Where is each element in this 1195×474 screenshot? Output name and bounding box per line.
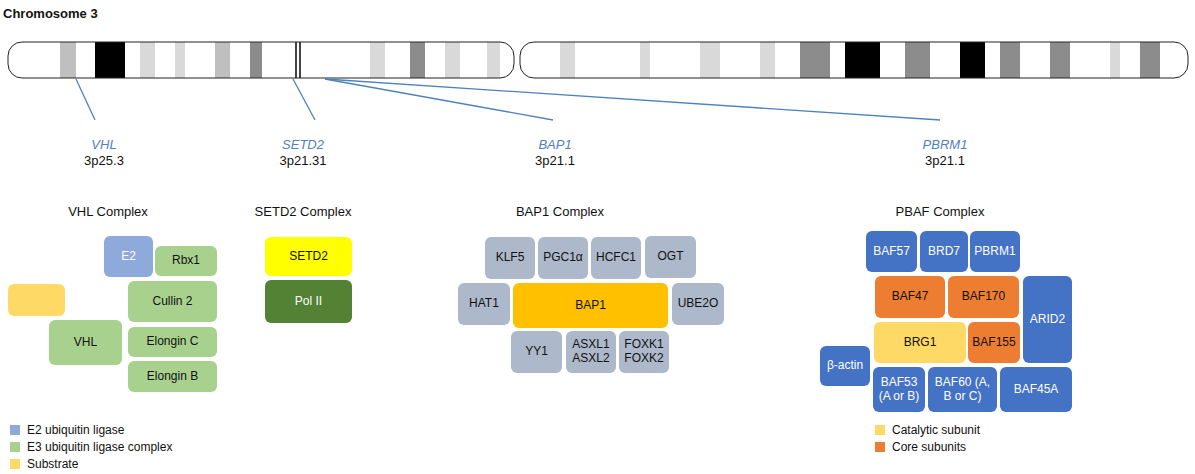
cytoband: 3p21.1 [925, 153, 965, 168]
core-subunit-box: BAF47 [875, 276, 945, 318]
box-label: BAF170 [962, 290, 1005, 304]
legend-swatch [10, 459, 20, 469]
box-label: SETD2 [289, 250, 328, 264]
subunit-box: ARID2 [1023, 276, 1072, 363]
cytoband: 3p21.31 [280, 153, 327, 168]
core-subunit-box: BAF155 [968, 322, 1020, 363]
box-label: BAF60 (A, B or C) [931, 376, 994, 404]
polymerase-box: Pol II [265, 280, 352, 323]
setd2-box: SETD2 [265, 237, 352, 276]
subunit-box: BAF57 [866, 231, 917, 272]
legend-label: Catalytic subunit [892, 423, 980, 437]
complex-heading: SETD2 Complex [255, 204, 352, 219]
e2-box: E2 [104, 236, 153, 277]
box-label: VHL [74, 336, 97, 350]
partner-box: PGC1α [538, 237, 588, 279]
partner-box: HCFC1 [591, 237, 641, 279]
partner-box: FOXK1 FOXK2 [619, 331, 669, 373]
cytoband: 3p25.3 [84, 153, 124, 168]
box-label: Cullin 2 [152, 295, 192, 309]
subunit-box: BAF45A [1000, 367, 1072, 412]
box-label: Elongin C [146, 335, 198, 349]
catalytic-subunit-box: BRG1 [874, 322, 966, 363]
legend-swatch [875, 425, 885, 435]
legend-label: E3 ubiquitin ligase complex [27, 440, 172, 454]
e3-box: Elongin B [128, 361, 217, 392]
e3-box: VHL [49, 320, 122, 365]
partner-box: ASXL1 ASXL2 [566, 331, 616, 373]
box-label: BAF57 [873, 245, 910, 259]
complex-heading: PBAF Complex [896, 204, 985, 219]
box-label: ARID2 [1030, 313, 1065, 327]
legend-swatch [875, 442, 885, 452]
chart-title: Chromosome 3 [3, 6, 98, 21]
box-label: BAF47 [892, 290, 929, 304]
core-subunit-box: BAF170 [948, 276, 1019, 318]
substrate-box [8, 284, 65, 316]
legend-label: Core subunits [892, 440, 966, 454]
box-label: PGC1α [543, 251, 583, 265]
box-label: HAT1 [469, 297, 499, 311]
partner-box: HAT1 [458, 283, 510, 325]
box-label: E2 [121, 250, 136, 264]
gene-name: SETD2 [282, 137, 324, 152]
gene-name: PBRM1 [923, 137, 968, 152]
partner-box: UBE2O [672, 283, 724, 325]
box-label: FOXK1 FOXK2 [622, 338, 666, 366]
box-label: Pol II [295, 295, 322, 309]
e3-box: Elongin C [128, 327, 217, 357]
complex-heading: BAP1 Complex [516, 204, 604, 219]
box-label: BAF53 (A or B) [876, 376, 922, 404]
box-label: BAP1 [575, 299, 606, 313]
legend-label: Substrate [27, 457, 78, 471]
subunit-box: BAF53 (A or B) [873, 367, 925, 412]
partner-box: KLF5 [485, 237, 535, 279]
box-label: BRG1 [904, 336, 937, 350]
box-label: BAF155 [972, 336, 1015, 350]
legend-swatch [10, 425, 20, 435]
box-label: HCFC1 [596, 251, 636, 265]
subunit-box: PBRM1 [970, 231, 1020, 272]
box-label: UBE2O [678, 297, 719, 311]
box-label: OGT [658, 250, 684, 264]
box-label: β-actin [827, 359, 863, 373]
p-arm [8, 42, 514, 78]
box-label: Elongin B [147, 370, 198, 384]
q-arm [520, 42, 1188, 78]
e3-box: Cullin 2 [128, 281, 217, 322]
box-label: YY1 [525, 345, 548, 359]
box-label: Rbx1 [172, 254, 200, 268]
subunit-box: β-actin [820, 346, 870, 386]
box-label: BAF45A [1014, 383, 1059, 397]
gene-name: BAP1 [538, 137, 571, 152]
bap1-box: BAP1 [513, 283, 668, 328]
box-label: BRD7 [928, 245, 960, 259]
legend-swatch [10, 442, 20, 452]
box-label: PBRM1 [974, 245, 1015, 259]
subunit-box: BRD7 [920, 231, 968, 272]
complex-heading: VHL Complex [68, 204, 148, 219]
leader-lines [76, 79, 940, 120]
box-label: KLF5 [496, 251, 525, 265]
partner-box: OGT [645, 236, 696, 278]
partner-box: YY1 [511, 331, 562, 373]
cytoband: 3p21.1 [535, 153, 575, 168]
box-label: ASXL1 ASXL2 [569, 338, 613, 366]
e3-box: Rbx1 [155, 246, 217, 276]
legend-label: E2 ubiquitin ligase [27, 423, 124, 437]
gene-name: VHL [91, 137, 116, 152]
subunit-box: BAF60 (A, B or C) [928, 367, 997, 412]
